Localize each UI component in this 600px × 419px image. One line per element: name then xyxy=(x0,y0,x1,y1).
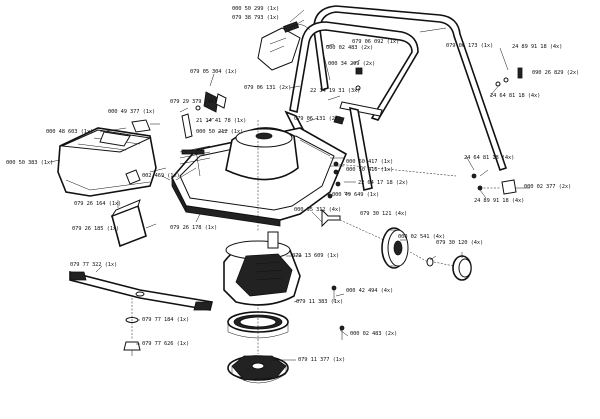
part-label-washer-02541: 000 02 541 (4x) xyxy=(398,234,446,240)
part-label-nut-2464-a: 24 64 81 18 (4x) xyxy=(490,93,541,99)
part-label-flap: 079 26 185 (1x) xyxy=(72,226,120,232)
rear-flap xyxy=(110,199,147,248)
part-label-fan: 079 11 377 (1x) xyxy=(298,357,346,363)
part-label-washer-090: 090 26 829 (2x) xyxy=(532,70,580,76)
handle-hardware xyxy=(181,55,523,139)
part-label-handle-right: 079 06 173 (1x) xyxy=(446,43,494,49)
part-label-blade-washer: 079 77 184 (1x) xyxy=(142,317,190,323)
part-label-wheel: 079 30 121 (4x) xyxy=(360,211,408,217)
part-label-switch-box: 079 38 793 (1x) xyxy=(232,15,280,21)
part-label-blade-nut: 079 77 626 (1x) xyxy=(142,341,190,347)
part-label-bolt-21-14: 21 14 41 78 (1x) xyxy=(196,118,247,124)
cooling-fan xyxy=(227,355,289,384)
part-label-handle-lower: 079 06 131 (2x) xyxy=(244,85,292,91)
part-label-cap-02377: 000 02 377 (2x) xyxy=(524,184,572,190)
part-label-screw-handle-top: 000 02 483 (2x) xyxy=(326,45,374,51)
screws xyxy=(331,285,345,340)
grass-box xyxy=(57,119,157,197)
part-label-spring-24891-b: 24 89 91 18 (4x) xyxy=(474,198,525,204)
part-label-hubcap: 079 30 120 (4x) xyxy=(436,240,484,246)
part-label-grassbox-side: 000 50 383 (1x) xyxy=(6,160,54,166)
part-label-pin-469: 002 469 (1x) xyxy=(142,173,180,179)
part-label-bolt-22-34: 22 34 19 31 (3x) xyxy=(310,88,361,94)
part-label-washer-50212: 000 50 212 (1x) xyxy=(196,129,244,135)
part-label-deck: 079 26 178 (1x) xyxy=(170,225,218,231)
part-label-nut-2464-b: 24 64 81 18 (4x) xyxy=(464,155,515,161)
part-label-grassbox-tag: 000 49 377 (1x) xyxy=(108,109,156,115)
part-label-grassbox-top: 000 48 603 (1x) xyxy=(46,129,94,135)
part-label-handle-upper: 079 06 092 (1x) xyxy=(352,39,400,45)
part-label-cable-plug: 000 50 299 (1x) xyxy=(232,6,280,12)
hubcap xyxy=(452,255,472,281)
part-label-clip-29: 079 29 379 (4x) xyxy=(170,99,218,105)
part-label-screw-95312: 000 95 312 (4x) xyxy=(294,207,342,213)
part-label-grassbox: 079 26 164 (1x) xyxy=(74,201,122,207)
mower-deck xyxy=(171,127,348,227)
washer xyxy=(426,257,434,267)
part-label-knob-screw: 000 34 299 (2x) xyxy=(328,61,376,67)
part-label-motor-ring: 079 11 383 (1x) xyxy=(296,299,344,305)
part-label-screw-49649: 000 49 649 (1x) xyxy=(332,192,380,198)
leader-lines xyxy=(49,9,530,361)
cutting-blade xyxy=(69,270,213,311)
part-label-screw-02483: 000 02 483 (2x) xyxy=(350,331,398,337)
part-label-handle-mid: 079 06 131 (2x) xyxy=(294,116,342,122)
wheel xyxy=(381,227,409,269)
part-label-motor: 079 13 609 (1x) xyxy=(292,253,340,259)
part-label-screw-50416: 000 50 416 (1x) xyxy=(346,167,394,173)
part-label-cable-clip: 079 05 304 (1x) xyxy=(190,69,238,75)
switch-box xyxy=(257,21,311,71)
part-label-spring-24891: 24 89 91 18 (4x) xyxy=(512,44,563,50)
part-label-bolt-22-64: 22 64 17 18 (2x) xyxy=(358,180,409,186)
motor xyxy=(223,231,301,306)
part-label-screw-42494: 000 42 494 (4x) xyxy=(346,288,394,294)
part-label-screw-50417: 000 50 417 (1x) xyxy=(346,159,394,165)
part-label-blade: 079 77 322 (1x) xyxy=(70,262,118,268)
